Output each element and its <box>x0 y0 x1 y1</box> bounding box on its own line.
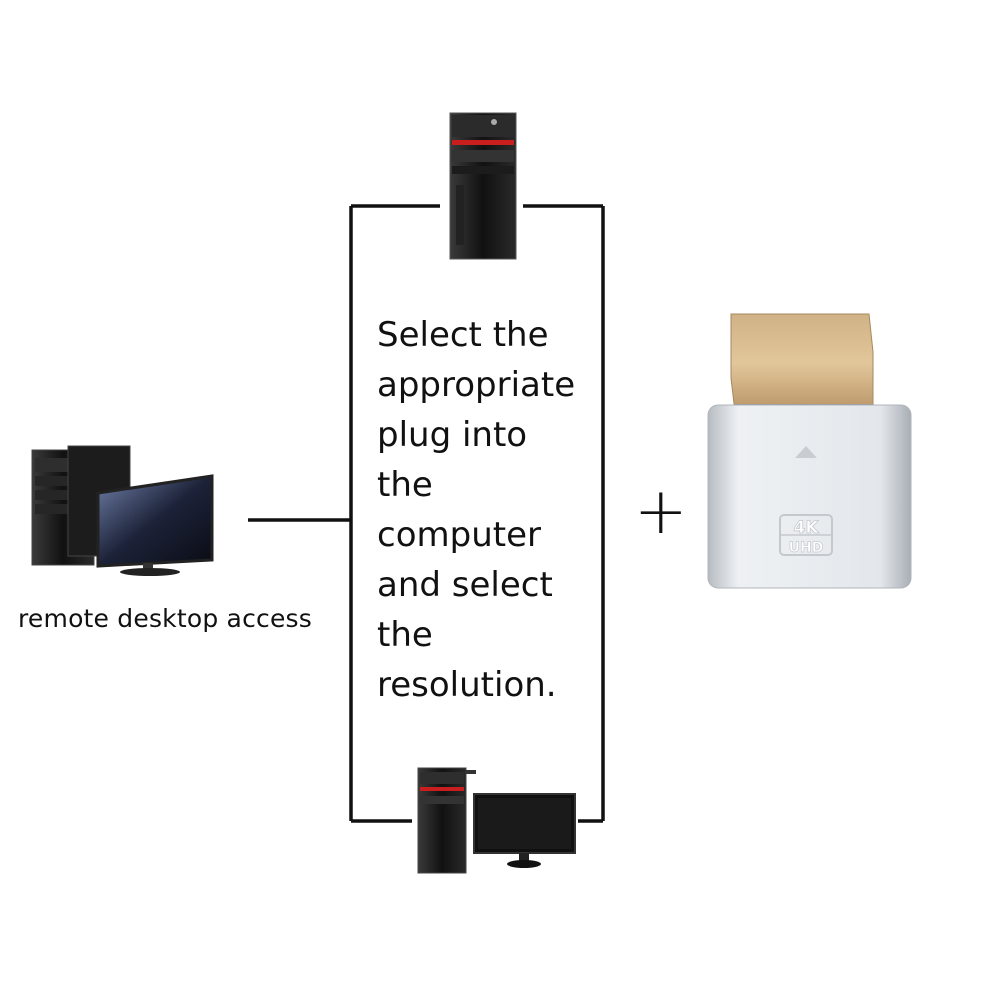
hdmi-dummy-plug-icon: 4K UHD <box>707 313 912 589</box>
badge-4k: 4K <box>793 518 819 538</box>
bottom-computer-monitor-icon <box>417 767 576 874</box>
plus-sign: + <box>634 475 688 549</box>
badge-uhd: UHD <box>789 540 824 556</box>
instruction-text: Select the appropriate plug into the com… <box>377 315 576 705</box>
top-computer-tower-icon <box>449 112 517 260</box>
remote-desktop-computer-icon <box>31 445 214 576</box>
connector-lines <box>248 204 605 823</box>
remote-desktop-label: remote desktop access <box>18 604 312 633</box>
